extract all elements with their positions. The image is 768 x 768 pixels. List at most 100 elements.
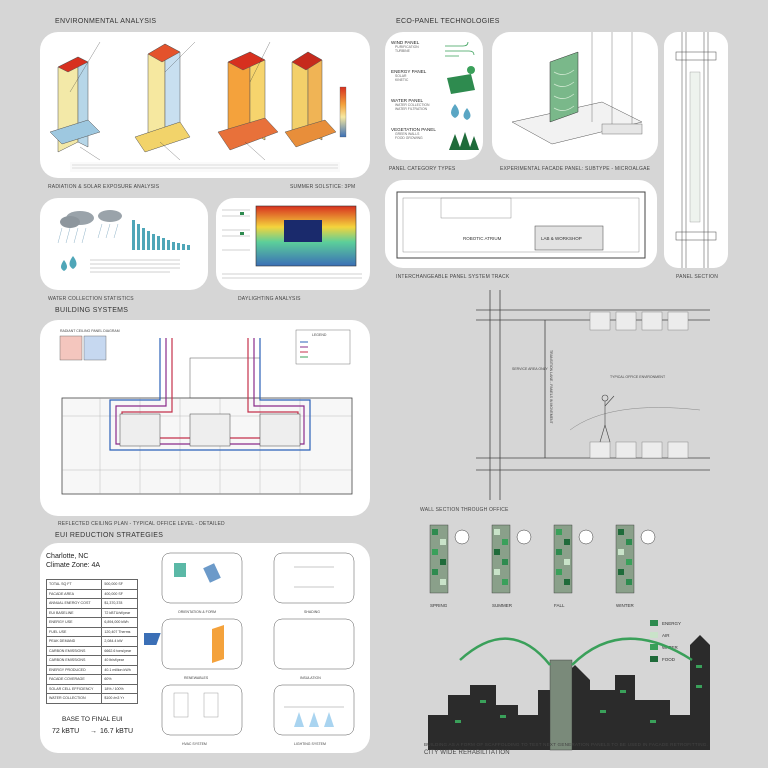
facade-panel bbox=[440, 579, 446, 585]
season-bubble bbox=[516, 529, 532, 545]
summer-solstice-caption: SUMMER SOLSTICE: 3PM bbox=[290, 184, 356, 190]
panel-section-detail bbox=[675, 32, 717, 268]
season-bubble bbox=[454, 529, 470, 545]
city-label: Charlotte, NC bbox=[46, 553, 89, 560]
facade-panel bbox=[502, 539, 508, 545]
stats-value: 500,000 SF bbox=[101, 579, 138, 590]
cloud-icon bbox=[60, 210, 122, 228]
transition-lane-label: TRANSITION LANE - PANELS IN MOVEMENT bbox=[549, 350, 553, 425]
stats-label: TOTAL SQ FT bbox=[45, 579, 103, 590]
eco-panel-subtypes: PURIFICATION TURBINE bbox=[395, 45, 419, 53]
facade-panel bbox=[556, 549, 562, 555]
legend-food: FOOD bbox=[662, 657, 676, 662]
tower-model-4 bbox=[284, 51, 337, 148]
tower-model-2 bbox=[134, 43, 191, 153]
radiant-ceiling-label: RADIANT CEILING PANEL DIAGRAM bbox=[60, 329, 120, 333]
stats-label: ANNUAL ENERGY COST bbox=[45, 598, 103, 609]
stats-value: 6662.6 tons/year bbox=[101, 645, 138, 656]
stats-value: 40.1 million kWh bbox=[101, 664, 138, 675]
season-tower: WINTER bbox=[615, 524, 656, 608]
stats-label: SOLAR CELL EFFICIENCY bbox=[45, 683, 103, 694]
panel-category-icons bbox=[445, 41, 479, 150]
season-label: SPRING bbox=[430, 603, 448, 608]
eco-panel-heading: ECO-PANEL TECHNOLOGIES bbox=[396, 18, 500, 25]
stats-value: 6,894,000 kWh bbox=[101, 617, 138, 628]
base-eui-value: 72 kBTU bbox=[52, 728, 80, 735]
stats-label: EUI BASELINE bbox=[45, 607, 103, 618]
legend-box: ENERGY AIR WATER FOOD bbox=[650, 620, 681, 662]
building-systems-heading: BUILDING SYSTEMS bbox=[55, 307, 129, 314]
wall-section-caption: WALL SECTION THROUGH OFFICE bbox=[420, 507, 509, 513]
reflected-ceiling-caption: REFLECTED CEILING PLAN - TYPICAL OFFICE … bbox=[58, 521, 225, 527]
stats-label: FACADE AREA bbox=[45, 588, 103, 599]
person-figure bbox=[599, 394, 615, 443]
radiation-caption: RADIATION & SOLAR EXPOSURE ANALYSIS bbox=[48, 184, 160, 190]
stats-row: ANNUAL ENERGY COST$1,370,378 bbox=[45, 598, 138, 609]
legend-title: LEGEND bbox=[312, 333, 327, 337]
facade-panel bbox=[494, 549, 500, 555]
eco-panel-subtypes: SOLAR KINETIC bbox=[395, 74, 409, 82]
facade-panel bbox=[432, 569, 438, 575]
water-drop-icon bbox=[61, 256, 77, 271]
facade-panel bbox=[556, 529, 562, 535]
facade-panel bbox=[564, 579, 570, 585]
city-rehab-caption: CITY WIDE REHABILITATION bbox=[424, 750, 510, 756]
experimental-panel-caption: EXPERIMENTAL FACADE PANEL: SUBTYPE - MIC… bbox=[500, 166, 651, 172]
stats-value: 120,407 Therms bbox=[101, 626, 138, 637]
season-bubble bbox=[578, 529, 594, 545]
facade-panel bbox=[440, 539, 446, 545]
reflected-ceiling-plan: RADIANT CEILING PANEL DIAGRAM LEGEND bbox=[59, 329, 353, 495]
season-tower: SUMMER bbox=[491, 524, 532, 608]
strategy-label-lighting: LIGHTING SYSTEM bbox=[294, 742, 326, 746]
radiation-color-scale bbox=[339, 86, 347, 138]
stats-value: $100 /m3 Yr bbox=[101, 693, 138, 704]
eui-reduction-panel: Charlotte, NC Climate Zone: 4A TOTAL SQ … bbox=[40, 543, 370, 753]
season-label: FALL bbox=[554, 603, 565, 608]
facade-panel bbox=[618, 549, 624, 555]
strategy-label-insulation: INSULATION bbox=[300, 676, 321, 680]
stats-value: 400,000 SF bbox=[101, 588, 138, 599]
facade-panel bbox=[564, 559, 570, 565]
strategy-label-orientation: ORIENTATION & FORM bbox=[178, 610, 216, 614]
water-collection-caption: WATER COLLECTION STATISTICS bbox=[48, 296, 134, 302]
panel-track-caption: INTERCHANGEABLE PANEL SYSTEM TRACK bbox=[396, 274, 510, 280]
season-label: SUMMER bbox=[492, 603, 513, 608]
solar-panel-icon bbox=[144, 633, 161, 645]
strategy-label-renewables: RENEWABLES bbox=[184, 676, 209, 680]
solar-panel-icon bbox=[447, 66, 475, 94]
stats-value: 40 lb/sf/year bbox=[101, 655, 138, 666]
solar-exposure-panel bbox=[40, 32, 370, 178]
eui-arrow: → bbox=[90, 728, 97, 735]
facade-panel bbox=[432, 549, 438, 555]
rainfall-bars bbox=[132, 220, 190, 250]
stats-value: 60% bbox=[101, 674, 138, 685]
facade-panel bbox=[494, 569, 500, 575]
stats-value: 18% / 100% bbox=[101, 683, 138, 694]
eco-panel-name: VEGETATION PANEL bbox=[391, 127, 436, 132]
stats-label: ENERGY PRODUCED bbox=[45, 664, 103, 675]
eui-strategy-diagrams: ORIENTATION & FORM SHADING RENEWABLES IN… bbox=[144, 552, 355, 746]
facade-panel bbox=[432, 529, 438, 535]
facade-panel bbox=[626, 579, 632, 585]
experimental-panel-card bbox=[492, 32, 658, 160]
eco-panel-name: ENERGY PANEL bbox=[391, 69, 427, 74]
environmental-analysis-heading: ENVIRONMENTAL ANALYSIS bbox=[55, 18, 157, 25]
facade-panel bbox=[494, 529, 500, 535]
legend-energy: ENERGY bbox=[662, 621, 681, 626]
facade-panel bbox=[618, 569, 624, 575]
stats-label: FACADE COVERAGE bbox=[45, 674, 103, 685]
stats-label: PEAK DEMAND bbox=[45, 636, 103, 647]
eui-reduction-heading: EUI REDUCTION STRATEGIES bbox=[55, 532, 164, 539]
solar-exposure-diagram bbox=[49, 41, 347, 172]
panel-track-plan: ROBOTIC ATRIUM LAB & WORKSHOP bbox=[396, 191, 646, 259]
facade-panel bbox=[556, 569, 562, 575]
facade-panel bbox=[626, 559, 632, 565]
